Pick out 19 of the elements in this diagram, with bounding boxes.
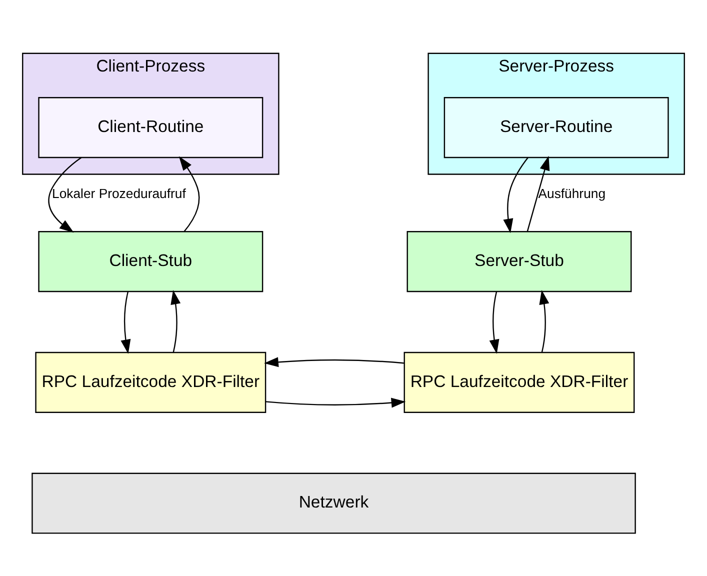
node-box: RPC Laufzeitcode XDR-Filter <box>35 351 266 412</box>
arrow <box>266 397 406 408</box>
arrow <box>48 156 82 232</box>
arrow <box>170 289 181 352</box>
arrow <box>489 291 500 354</box>
edge-label: Ausführung <box>538 185 606 200</box>
arrow <box>539 289 550 352</box>
node-box: Server-Routine <box>444 96 669 158</box>
node-box: Client-Routine <box>38 96 264 158</box>
node-box: Server-Stub <box>406 230 632 292</box>
arrow <box>264 356 404 367</box>
node-box: RPC Laufzeitcode XDR-Filter <box>404 351 635 412</box>
arrow <box>526 155 550 232</box>
arrow <box>503 156 528 233</box>
node-box: Netzwerk <box>32 472 636 534</box>
node-box: Client-Stub <box>38 230 264 292</box>
edge-label: Lokaler Prozeduraufruf <box>52 185 186 200</box>
arrow <box>120 291 131 354</box>
arrow <box>178 156 200 232</box>
